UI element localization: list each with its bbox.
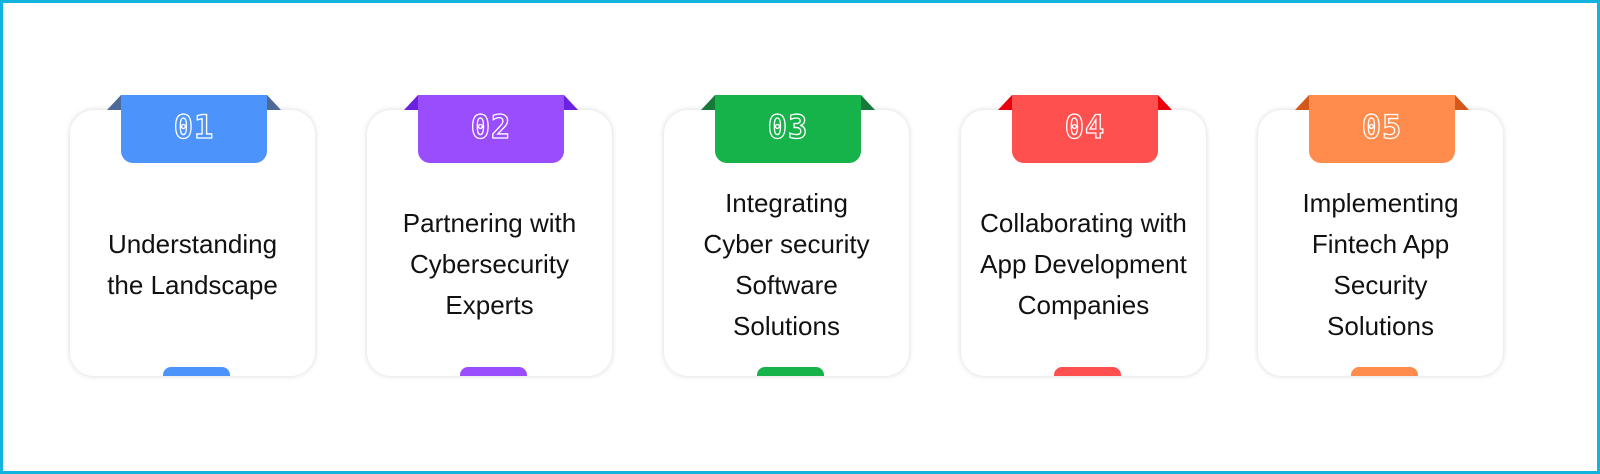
ribbon-fold [861, 95, 875, 110]
step-number-tab: 01 [121, 95, 267, 163]
step-number: 05 [1361, 107, 1403, 146]
bottom-accent [1351, 367, 1418, 376]
step-number-tab: 02 [418, 95, 564, 163]
bottom-accent [1054, 367, 1121, 376]
step-number-tab: 03 [715, 95, 861, 163]
bottom-accent [460, 367, 527, 376]
step-number: 04 [1064, 107, 1106, 146]
ribbon-fold [701, 95, 715, 110]
ribbon-fold [404, 95, 418, 110]
step-title: Understanding the Landscape [107, 228, 278, 300]
step-title: Collaborating with App Development Compa… [980, 208, 1187, 320]
step-number-tab: 04 [1012, 95, 1158, 163]
step-card: 01 Understanding the Landscape [70, 95, 315, 376]
step-title: Partnering with Cybersecurity Experts [402, 208, 577, 320]
ribbon-fold [1158, 95, 1172, 110]
step-card: 04 Collaborating with App Development Co… [961, 95, 1206, 376]
step-card: 03 Integrating Cyber security Software S… [664, 95, 909, 376]
ribbon-fold [1455, 95, 1469, 110]
ribbon-fold [267, 95, 281, 110]
step-number: 01 [173, 107, 215, 146]
step-title: Implementing Fintech App Security Soluti… [1302, 187, 1459, 341]
step-number: 02 [470, 107, 512, 146]
step-card: 05 Implementing Fintech App Security Sol… [1258, 95, 1503, 376]
bottom-accent [163, 367, 230, 376]
step-number-tab: 05 [1309, 95, 1455, 163]
step-card: 02 Partnering with Cybersecurity Experts [367, 95, 612, 376]
ribbon-fold [107, 95, 121, 110]
bottom-accent [757, 367, 824, 376]
ribbon-fold [564, 95, 578, 110]
step-title: Integrating Cyber security Software Solu… [703, 187, 870, 341]
step-number: 03 [767, 107, 809, 146]
ribbon-fold [998, 95, 1012, 110]
ribbon-fold [1295, 95, 1309, 110]
